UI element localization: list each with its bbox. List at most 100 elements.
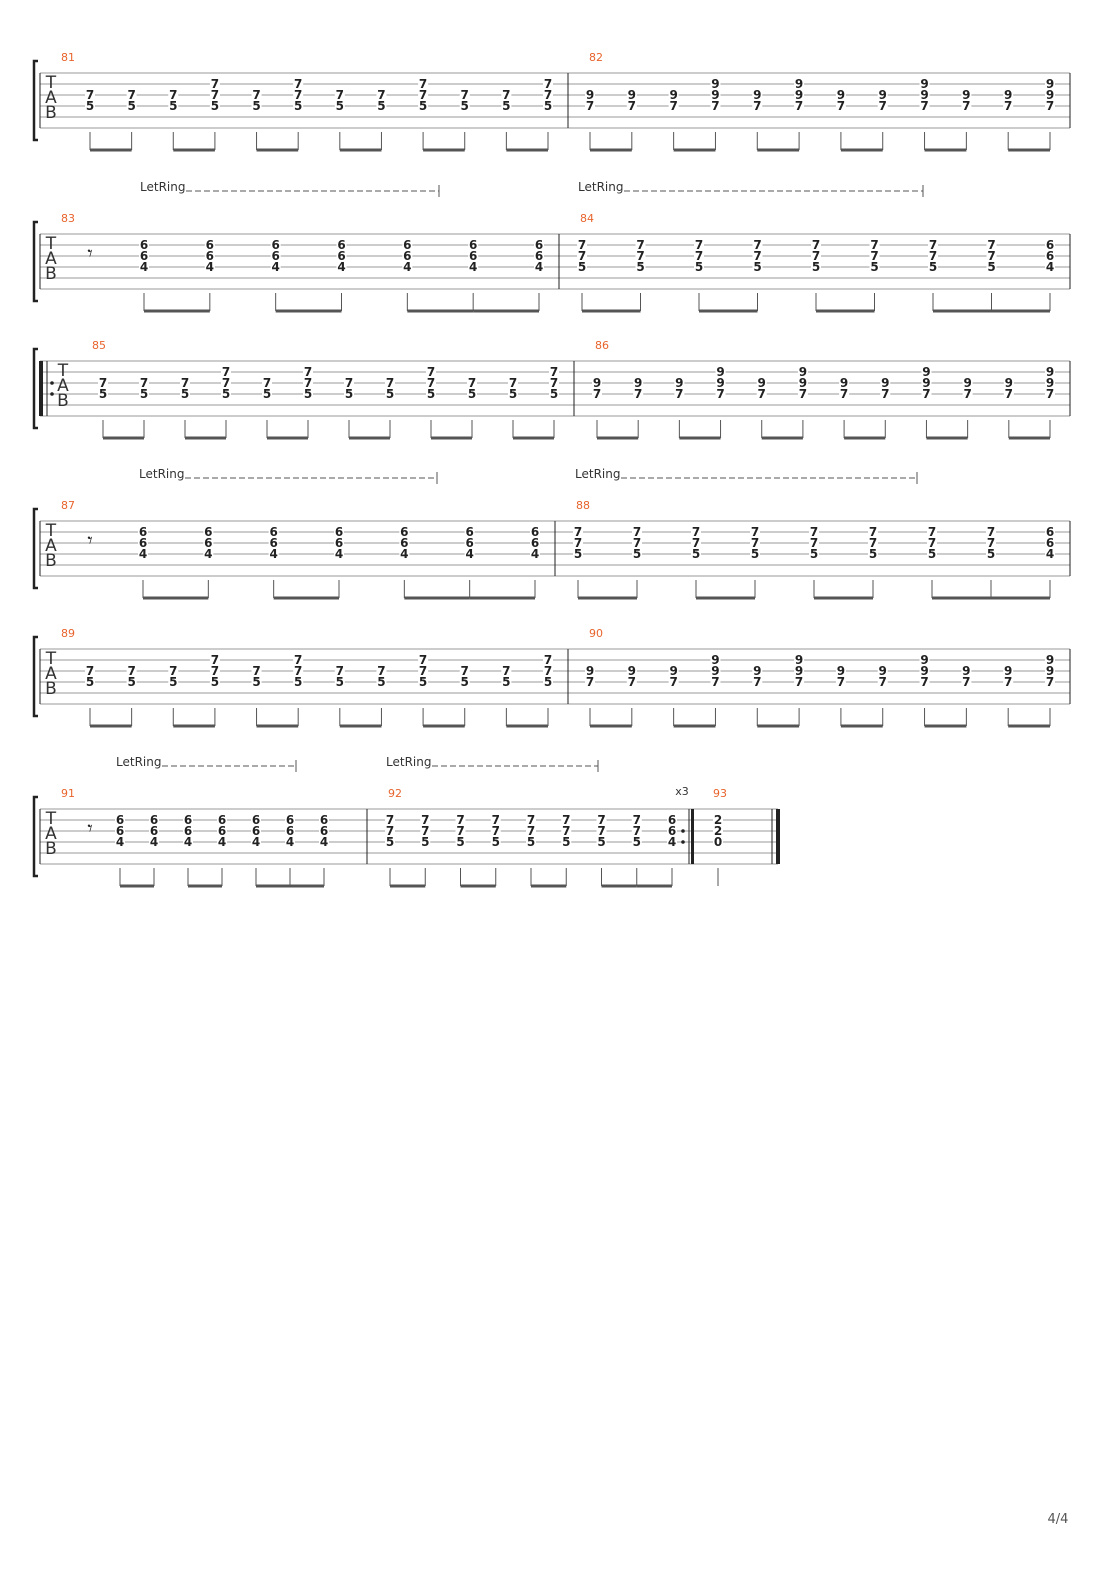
- fret-number: 5: [294, 99, 302, 113]
- fret-number: 7: [99, 376, 107, 390]
- fret-number: 4: [184, 835, 192, 849]
- fret-bg: [251, 100, 262, 111]
- fret-bg: [986, 537, 996, 548]
- fret-bg: [85, 89, 95, 100]
- fret-bg: [869, 239, 880, 250]
- fret-number: 7: [468, 376, 476, 390]
- fret-number: 9: [628, 88, 636, 102]
- fret-bg: [797, 377, 808, 388]
- fret-number: 7: [695, 238, 703, 252]
- fret-number: 7: [562, 813, 570, 827]
- fret-bg: [285, 836, 295, 847]
- fret-number: 6: [252, 813, 260, 827]
- fret-number: 7: [386, 824, 394, 838]
- fret-bg: [794, 89, 805, 100]
- fret-number: 6: [403, 249, 411, 263]
- fret-number: 7: [628, 675, 636, 689]
- eighth-rest: 𝄾: [87, 528, 92, 552]
- repeat-dot: [50, 392, 54, 396]
- fret-bg: [285, 825, 295, 836]
- fret-number: 7: [753, 675, 761, 689]
- fret-bg: [756, 377, 767, 388]
- measure-number: 93: [713, 787, 727, 800]
- tab-clef-letter: T: [45, 234, 57, 254]
- fret-number: 7: [751, 525, 759, 539]
- fret-bg: [543, 78, 553, 89]
- fret-number: 6: [150, 813, 158, 827]
- fret-number: 7: [870, 238, 878, 252]
- fret-number: 6: [269, 536, 277, 550]
- fret-bg: [270, 250, 281, 261]
- fret-bg: [217, 825, 227, 836]
- fret-bg: [921, 377, 932, 388]
- fret-bg: [420, 825, 431, 836]
- fret-number: 5: [169, 99, 177, 113]
- fret-number: 9: [711, 664, 719, 678]
- fret-number: 7: [456, 813, 464, 827]
- fret-bg: [835, 665, 846, 676]
- fret-number: 7: [753, 249, 761, 263]
- fret-bg: [1003, 89, 1014, 100]
- fret-bg: [633, 377, 644, 388]
- fret-number: 5: [562, 835, 570, 849]
- fret-number: 7: [812, 238, 820, 252]
- fret-bg: [418, 89, 429, 100]
- fret-bg: [752, 665, 763, 676]
- fret-bg: [455, 836, 466, 847]
- page-number: 4/4: [1047, 1512, 1069, 1527]
- fret-number: 9: [1046, 653, 1054, 667]
- fret-number: 6: [335, 525, 343, 539]
- fret-bg: [168, 100, 179, 111]
- fret-bg: [385, 836, 395, 847]
- fret-number: 5: [169, 675, 177, 689]
- tab-clef-letter: B: [45, 551, 57, 571]
- measure-number: 88: [576, 499, 590, 512]
- fret-bg: [508, 388, 518, 399]
- fret-bg: [98, 377, 108, 388]
- fret-bg: [336, 261, 347, 272]
- fret-bg: [877, 89, 888, 100]
- tab-clef-letter: A: [45, 249, 57, 269]
- fret-bg: [919, 78, 930, 89]
- fret-bg: [592, 377, 602, 388]
- let-ring-label: LetRing: [578, 180, 623, 194]
- fret-number: 7: [675, 387, 683, 401]
- fret-number: 6: [465, 525, 473, 539]
- fret-number: 4: [337, 260, 345, 274]
- fret-bg: [336, 239, 347, 250]
- fret-number: 6: [531, 536, 539, 550]
- fret-number: 6: [206, 238, 214, 252]
- fret-bg: [168, 676, 179, 687]
- fret-bg: [877, 100, 888, 111]
- fret-number: 9: [675, 376, 683, 390]
- fret-number: 7: [879, 99, 887, 113]
- fret-number: 2: [714, 813, 722, 827]
- fret-bg: [464, 548, 475, 559]
- fret-bg: [921, 366, 932, 377]
- fret-bg: [1045, 548, 1055, 559]
- fret-bg: [203, 548, 214, 559]
- fret-number: 7: [593, 387, 601, 401]
- tab-clef-letter: A: [45, 88, 57, 108]
- fret-bg: [927, 548, 937, 559]
- fret-bg: [713, 836, 723, 847]
- fret-bg: [180, 377, 190, 388]
- fret-bg: [138, 548, 148, 559]
- fret-bg: [797, 388, 808, 399]
- fret-number: 7: [928, 536, 936, 550]
- fret-bg: [919, 100, 930, 111]
- fret-bg: [710, 676, 721, 687]
- fret-number: 9: [795, 664, 803, 678]
- fret-bg: [750, 526, 760, 537]
- fret-number: 9: [593, 376, 601, 390]
- fret-bg: [115, 836, 125, 847]
- fret-bg: [217, 836, 227, 847]
- fret-bg: [334, 100, 345, 111]
- fret-bg: [561, 836, 572, 847]
- fret-number: 9: [840, 376, 848, 390]
- fret-bg: [203, 526, 214, 537]
- fret-bg: [126, 665, 137, 676]
- fret-number: 7: [377, 88, 385, 102]
- fret-number: 5: [870, 260, 878, 274]
- fret-bg: [418, 100, 429, 111]
